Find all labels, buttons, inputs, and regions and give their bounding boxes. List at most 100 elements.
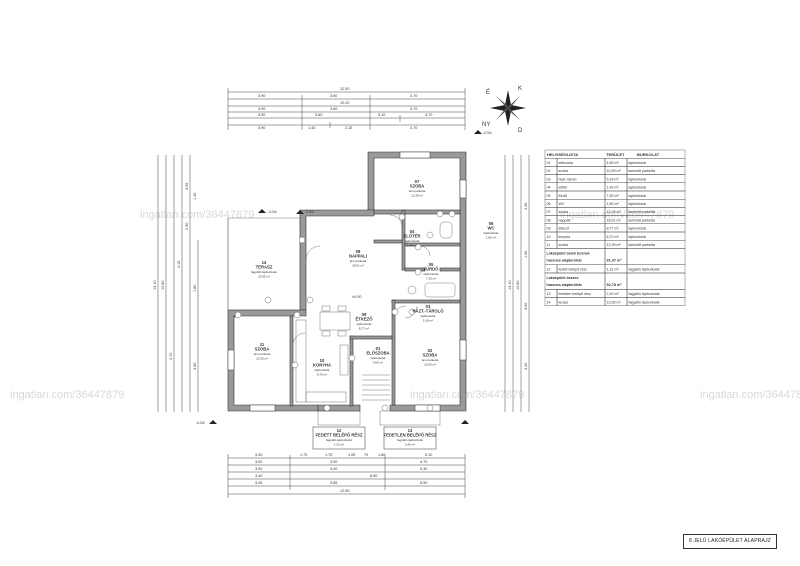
room-sub2: 12,39 m²: [256, 357, 268, 361]
room-name: NAPPALI: [349, 254, 367, 259]
table-cell: fedetlen belépő rész: [559, 292, 592, 296]
dim-label: 3.60: [330, 94, 337, 98]
dim-label: 1.45: [308, 126, 315, 130]
table-cell: 13: [547, 292, 551, 296]
dim-label: 12.50: [340, 489, 350, 493]
room-num: 10: [320, 358, 325, 363]
table-cell: 01: [547, 161, 551, 165]
room-sub2: 10,59 m²: [424, 363, 436, 367]
level-marker: ±0.00: [352, 295, 361, 299]
compass-west: NY: [482, 122, 490, 128]
table-cell: 10: [547, 235, 551, 239]
room-sub1: lapburkolat: [484, 231, 499, 235]
dim-label: 3.00: [255, 467, 262, 471]
table-cell: 4,65 m²: [607, 161, 620, 165]
table-cell: 08: [547, 218, 551, 222]
left-dimension-labels: 13.10 12.80 4.70 4.15 3.05 2.50 1.40 1.8…: [153, 183, 197, 370]
table-cell: laminált parketta: [629, 243, 655, 247]
dim-label: 3.45: [255, 481, 262, 485]
title-block: 8 JELŰ LAKÓÉPÜLET ALAPRAJZ: [683, 534, 777, 549]
dim-label: 3.90: [193, 363, 197, 370]
dim-label: 8.90: [370, 474, 377, 478]
table-cell: 5,18 m²: [607, 177, 620, 181]
dim-label: 1.75: [300, 453, 307, 457]
table-cell: szoba: [559, 169, 569, 173]
compass-north: K: [518, 86, 522, 92]
table-cell: 11: [547, 243, 551, 247]
table-cell: 12,39 m²: [607, 243, 622, 247]
room-sub1: lapburkolat: [421, 314, 436, 318]
room-sub2: 4,65 m²: [373, 361, 383, 365]
entrance-sub2: 2,40 m²: [405, 443, 415, 447]
table-header: BURKOLAT: [637, 152, 660, 157]
table-cell: laminált parketta: [629, 169, 655, 173]
bottom-dimensions: 3.30 1.75 1.75 1.05 70 1.80 5.10 3.00 3.…: [227, 453, 466, 498]
table-cell: lapburkolat: [629, 194, 647, 198]
dim-label: 3.65: [330, 481, 337, 485]
compass-south: D: [518, 128, 523, 134]
entrance-num: 12: [337, 428, 342, 433]
room-num: 14: [262, 260, 267, 265]
table-cell: 12: [547, 268, 551, 272]
dim-label: 3.20: [524, 363, 528, 370]
dim-label: 4.70: [410, 126, 417, 130]
left-dimensions: [157, 155, 199, 412]
dim-label: 3.90: [258, 94, 265, 98]
room-sub2: 18,51 m²: [352, 264, 364, 268]
dim-label: 3.60: [315, 113, 322, 117]
watermark-text: ingatlan.com/36447879: [140, 209, 254, 221]
subtotal-value: 92,78 m²: [607, 283, 623, 287]
table-cell: 14: [547, 300, 551, 304]
table-cell: 1,80 m²: [607, 202, 620, 206]
right-dimension-labels: 13.10 12.80 4.45 1.00 3.00 3.20: [508, 203, 528, 370]
watermark-text: ingatlan.com/36447879: [10, 389, 124, 401]
right-dimensions: [504, 155, 530, 412]
subtotal-label: hasznos alapterülete: [547, 258, 583, 262]
table-cell: laminált parketta: [629, 218, 655, 222]
table-cell: lapburkolat: [629, 235, 647, 239]
table-cell: 06: [547, 202, 551, 206]
dim-label: 3.30: [255, 453, 262, 457]
dim-label: 1.80: [378, 453, 385, 457]
table-cell: 03: [547, 177, 551, 181]
room-name: KONYHA: [313, 363, 331, 368]
dim-label: 3.10: [378, 113, 385, 117]
dim-label: 12.20: [340, 101, 350, 105]
dim-label: 13.10: [153, 280, 157, 290]
room-name: ELŐTÉR: [404, 234, 421, 239]
room-name: WC: [488, 226, 495, 231]
room-name: FÜRDŐ: [424, 267, 440, 272]
room-sub2: 8,77 m²: [359, 327, 369, 331]
table-cell: fagyálló lapburkolat: [629, 268, 660, 272]
table-header: TERÜLET: [606, 152, 625, 157]
room-num: 02: [428, 348, 433, 353]
room-sub1: lapburkolat: [315, 368, 330, 372]
room-name: ÉTKEZŐ: [356, 317, 374, 322]
table-cell: 09: [547, 227, 551, 231]
subtotal-label: Lakóépület belső terének: [547, 251, 590, 255]
table-cell: terasz: [559, 300, 569, 304]
table-cell: 18,51 m²: [607, 218, 622, 222]
dim-label: 1.00: [524, 251, 528, 258]
dim-label: 3.90: [330, 460, 337, 464]
table-cell: 02: [547, 169, 551, 173]
entrance-sub2: 1,31 m²: [334, 443, 344, 447]
watermark-text: ingatlan.com/36447879: [560, 209, 674, 221]
room-num: 06: [489, 221, 494, 226]
table-cell: WC: [559, 202, 565, 206]
table-cell: 2,40 m²: [607, 292, 620, 296]
dim-label: 4.45: [524, 203, 528, 210]
room-num: 05: [429, 262, 434, 267]
table-cell: 07: [547, 210, 551, 214]
room-num: 08: [356, 249, 361, 254]
